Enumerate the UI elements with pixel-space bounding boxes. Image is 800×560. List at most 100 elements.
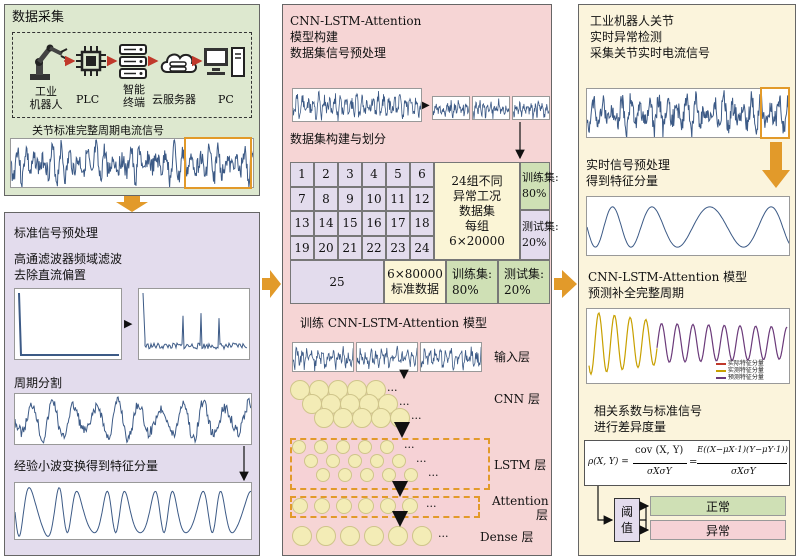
cnn-layer-label: CNN 层: [494, 392, 540, 406]
grid-cell-25: 25: [290, 260, 384, 304]
formula-num1: cov (X, Y): [635, 445, 684, 456]
standard-train-set: 训练集: 80%: [446, 260, 498, 304]
legend-item-actual: 实际特征分量: [716, 360, 764, 367]
neuron-node: [340, 526, 360, 546]
grid-cell-14: 14: [314, 211, 338, 236]
grid-cell-11: 11: [386, 186, 410, 211]
model-predict-line1: CNN-LSTM-Attention 模型: [588, 270, 748, 284]
ellipsis-label: ...: [428, 466, 439, 479]
neuron-node: [382, 468, 396, 482]
prediction-line: [656, 323, 788, 363]
neuron-node: [333, 408, 353, 428]
grid-cell-2: 2: [314, 162, 338, 187]
grid-cell-9: 9: [338, 186, 362, 211]
neuron-node: [360, 468, 374, 482]
neuron-node: [364, 526, 384, 546]
grid-cell-21: 21: [338, 235, 362, 260]
grid-cell-18: 18: [410, 211, 434, 236]
neuron-node: [392, 454, 406, 468]
correlation-line1: 相关系数与标准信号: [594, 404, 703, 418]
signal-highlight-box: [184, 137, 252, 189]
orange-arrow-right-1: [262, 270, 281, 298]
grid-cell-16: 16: [362, 211, 386, 236]
dataset-signal-c: [512, 96, 550, 120]
ellipsis-label: ...: [438, 527, 449, 540]
grid-cell-12: 12: [410, 186, 434, 211]
dense-layer-label: Dense 层: [480, 530, 534, 544]
device-label-cloud: 云服务器: [152, 93, 196, 106]
abnormal-result: 异常: [650, 520, 786, 540]
panel1-title: 数据采集: [12, 10, 65, 25]
panel2-title: 标准信号预处理: [14, 226, 99, 240]
neuron-node: [326, 454, 340, 468]
device-label-terminal: 智能 终端: [123, 83, 145, 109]
standard-signal-plot: [10, 138, 254, 188]
threshold-box: 阈 值: [614, 498, 640, 542]
server-icon: [119, 44, 147, 79]
ellipsis-label: ...: [426, 497, 437, 510]
device-chain-box: [12, 32, 252, 118]
waveform-line: [11, 139, 253, 187]
raw-spectrum-plot: [14, 288, 122, 360]
legend-item-measured: 实测特征分量: [716, 367, 764, 374]
neuron-node: [338, 468, 352, 482]
waveform-line: [587, 90, 789, 137]
neuron-node: [336, 440, 350, 454]
grid-cell-17: 17: [386, 211, 410, 236]
neuron-node: [314, 408, 334, 428]
train-model-title: 训练 CNN-LSTM-Attention 模型: [300, 316, 487, 330]
prediction-plot: [586, 308, 790, 384]
segmented-signal-plot: [14, 393, 252, 445]
formula-lhs: ρ(X, Y) =: [588, 457, 629, 467]
preprocess-step-filter: 高通滤波器频域滤波: [14, 252, 123, 266]
waveform-line: [293, 346, 353, 371]
waveform-line: [587, 206, 789, 248]
preprocess-step-dc: 去除直流偏置: [14, 268, 87, 282]
robot-arm-icon: [30, 44, 68, 80]
grid-cell-19: 19: [290, 235, 314, 260]
neuron-node: [370, 454, 384, 468]
anomaly-dataset-desc: 24组不同 异常工况 数据集 每组 6×20000: [434, 162, 520, 260]
panel3-title-line1: CNN-LSTM-Attention: [290, 14, 422, 28]
waveform-line: [15, 396, 251, 444]
prediction-line: [588, 311, 658, 376]
cloud-icon: [160, 53, 197, 73]
formula-den2: σXσY: [731, 467, 756, 477]
spectrum-line: [142, 292, 248, 351]
preprocess-step-ewt: 经验小波变换得到特征分量: [14, 459, 159, 473]
grid-cell-15: 15: [338, 211, 362, 236]
ellipsis-label: ...: [399, 395, 410, 408]
grid-cell-4: 4: [362, 162, 386, 187]
waveform-line: [421, 346, 481, 371]
realtime-preprocess-line2: 得到特征分量: [586, 174, 659, 188]
neuron-node: [316, 468, 330, 482]
formula-num2: E((X−μX·1)(Y−μY·1)): [697, 445, 788, 455]
input-layer-label: 输入层: [494, 350, 531, 364]
dataset-signal-raw: [292, 88, 422, 122]
computer-icon: [204, 47, 245, 77]
dataset-split-title: 数据集构建与划分: [290, 132, 387, 146]
neuron-node: [304, 454, 318, 468]
input-signal-2: [356, 342, 418, 372]
grid-cell-23: 23: [386, 235, 410, 260]
ellipsis-label: ...: [404, 438, 415, 451]
device-label-robot: 工业 机器人: [29, 85, 63, 111]
step-arrow-right: ▶: [124, 317, 133, 330]
ellipsis-label: ...: [387, 381, 398, 394]
neuron-node: [380, 498, 396, 514]
neuron-node: [314, 498, 330, 514]
dataset-signal-b: [472, 96, 510, 120]
model-predict-line2: 预测补全完整周期: [588, 286, 685, 300]
neuron-node: [380, 440, 394, 454]
correlation-formula-box: ρ(X, Y) = cov (X, Y) σXσY = E((X−μX·1)(Y…: [584, 440, 790, 486]
neuron-node: [402, 498, 418, 514]
formula-eq: =: [689, 457, 698, 468]
neuron-node: [292, 440, 306, 454]
orange-arrow-down-1: [116, 196, 148, 212]
lstm-layer-block: .........: [292, 438, 488, 488]
attention-layer-label: Attention 层: [492, 494, 549, 522]
neuron-node: [412, 526, 432, 546]
panel3-title-line2: 模型构建: [290, 30, 339, 44]
correlation-line2: 进行差异度量: [594, 420, 667, 434]
anomaly-train-set: 训练集: 80%: [520, 162, 559, 210]
